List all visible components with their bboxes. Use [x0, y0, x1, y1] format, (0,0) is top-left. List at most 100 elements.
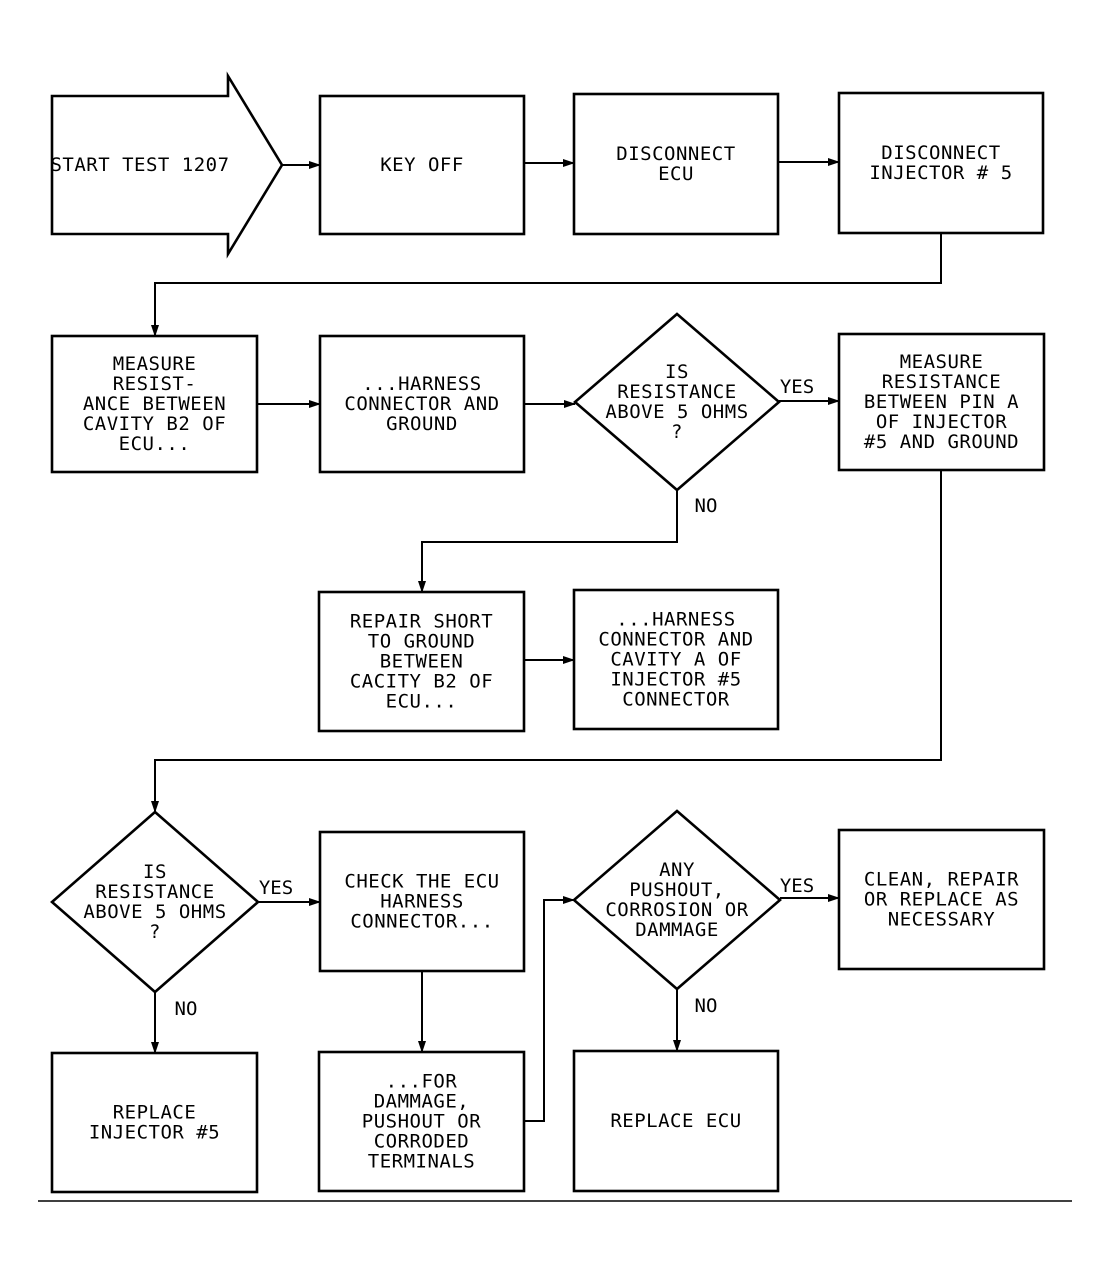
decision-diamond	[573, 312, 781, 492]
connector-for-dammage-to-dec3	[524, 896, 575, 1122]
node-text-line: REPLACE	[113, 1102, 197, 1124]
node-replace-ecu: REPLACE ECU	[572, 1049, 780, 1193]
node-text-line: IS	[143, 861, 167, 883]
process-box	[50, 334, 259, 474]
node-key-off: KEY OFF	[318, 94, 526, 236]
node-text-line: INJECTOR #5	[610, 669, 741, 691]
node-text-line: IS	[665, 361, 689, 383]
node-start: START TEST 1207	[50, 71, 284, 259]
connector-disc-inj-to-measure1	[151, 233, 942, 337]
node-text-line: ECU	[658, 163, 694, 185]
edge-label-yes: YES	[259, 877, 293, 899]
node-text-line: #5 AND GROUND	[864, 431, 1019, 453]
edge-label-yes: YES	[780, 875, 814, 897]
node-text-line: RESISTANCE	[95, 881, 214, 903]
node-text-line: CAVITY A OF	[610, 649, 741, 671]
node-text-line: ?	[671, 421, 683, 443]
process-box	[837, 332, 1046, 472]
node-text-line: ANY	[659, 859, 695, 881]
node-text-line: MEASURE	[900, 351, 984, 373]
node-text-line: OF INJECTOR	[876, 411, 1007, 433]
node-text-line: CONNECTOR AND	[598, 629, 753, 651]
node-text-line: CORRODED	[374, 1131, 470, 1153]
node-text-line: REPLACE ECU	[610, 1110, 741, 1132]
connector-measure2-to-dec2	[151, 470, 942, 813]
node-text-line: ABOVE 5 OHMS	[605, 401, 748, 423]
node-text-line: CAVITY B2 OF	[83, 413, 226, 435]
decision-diamond	[572, 809, 782, 991]
process-box	[50, 1051, 259, 1194]
node-text-line: CORROSION OR	[605, 899, 748, 921]
node-text-line: OR REPLACE AS	[864, 889, 1019, 911]
node-text-line: START TEST 1207	[50, 154, 229, 176]
node-text-line: DISCONNECT	[881, 142, 1000, 164]
node-text-line: BETWEEN	[380, 651, 464, 673]
node-text-line: ...HARNESS	[616, 609, 735, 631]
node-text-line: TERMINALS	[368, 1151, 475, 1173]
node-text-line: ECU...	[386, 691, 458, 713]
process-box	[572, 588, 780, 731]
node-text-line: MEASURE	[113, 353, 197, 375]
node-text-line: CONNECTOR...	[350, 911, 493, 933]
process-box	[318, 830, 526, 973]
start-arrow-shape	[50, 71, 284, 259]
process-box	[318, 334, 526, 474]
node-text-line: RESISTANCE	[617, 381, 736, 403]
node-text-line: CONNECTOR AND	[344, 393, 499, 415]
node-text-line: CONNECTOR	[622, 689, 730, 711]
node-text-line: RESIST-	[113, 373, 197, 395]
node-text-line: ?	[149, 921, 161, 943]
decision-diamond	[50, 810, 260, 994]
node-text-line: DAMMAGE,	[374, 1091, 470, 1113]
node-text-line: ...HARNESS	[362, 373, 481, 395]
process-box	[837, 828, 1046, 971]
node-text-line: ANCE BETWEEN	[83, 393, 226, 415]
edge-label-no: NO	[695, 995, 718, 1017]
node-text-line: CLEAN, REPAIR	[864, 869, 1019, 891]
process-box	[318, 94, 526, 236]
process-box	[572, 1049, 780, 1193]
node-text-line: BETWEEN PIN A	[864, 391, 1019, 413]
node-text-line: KEY OFF	[380, 154, 464, 176]
node-check-ecu: CHECK THE ECUHARNESSCONNECTOR...	[318, 830, 526, 973]
node-text-line: CACITY B2 OF	[350, 671, 493, 693]
connector-dec1-to-repair-short	[418, 490, 678, 593]
process-box	[837, 91, 1045, 235]
node-text-line: ...FOR	[386, 1071, 458, 1093]
node-text-line: PUSHOUT,	[629, 879, 725, 901]
process-box	[317, 1050, 526, 1193]
node-text-line: REPAIR SHORT	[350, 611, 493, 633]
node-text-line: ABOVE 5 OHMS	[83, 901, 226, 923]
node-text-line: PUSHOUT OR	[362, 1111, 481, 1133]
edge-label-no: NO	[175, 998, 198, 1020]
node-text-line: GROUND	[386, 413, 458, 435]
node-text-line: DAMMAGE	[635, 919, 719, 941]
node-text-line: NECESSARY	[888, 909, 996, 931]
connectors-layer	[151, 158, 942, 1122]
node-text-line: DISCONNECT	[616, 143, 735, 165]
node-text-line: INJECTOR # 5	[869, 162, 1012, 184]
node-text-line: RESISTANCE	[882, 371, 1001, 393]
node-text-line: HARNESS	[380, 891, 464, 913]
process-box	[317, 590, 526, 733]
edge-label-no: NO	[695, 495, 718, 517]
node-text-line: CHECK THE ECU	[344, 871, 499, 893]
node-text-line: ECU...	[119, 433, 191, 455]
